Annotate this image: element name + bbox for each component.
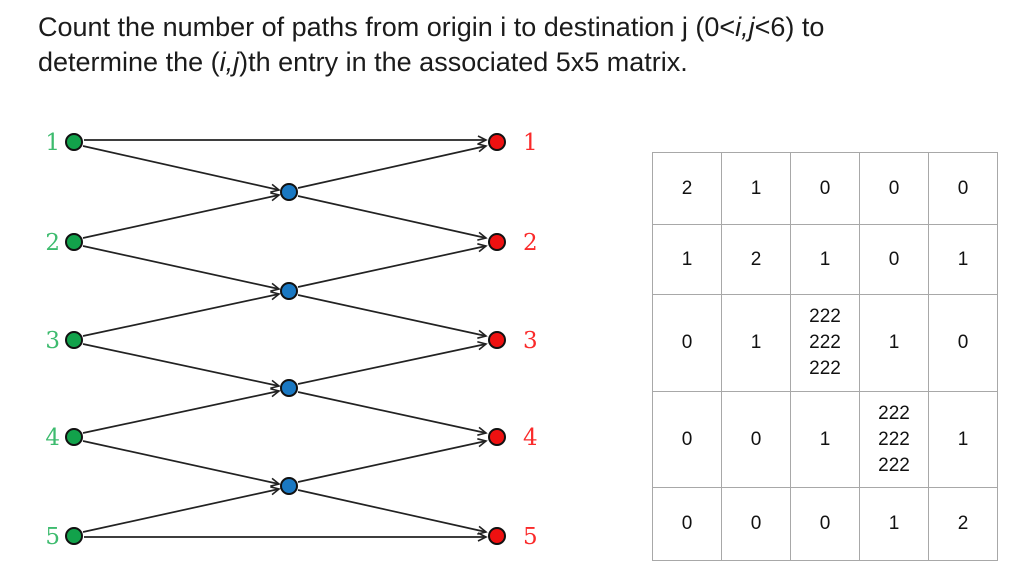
edge-line	[297, 195, 488, 241]
destination-label-1: 1	[523, 130, 538, 156]
slide-title: Count the number of paths from origin i …	[38, 10, 968, 80]
matrix-cell: 1	[790, 391, 860, 488]
title-text: determine the (	[38, 47, 220, 77]
matrix-row: 1 2 1 0 1	[652, 224, 998, 295]
edge-line	[82, 245, 281, 292]
origin-label-3: 3	[45, 328, 60, 354]
edge-line	[297, 438, 488, 483]
intermediate-node-group	[280, 183, 298, 495]
origin-node-2	[65, 233, 83, 251]
origin-node-3	[65, 331, 83, 349]
title-text-italic: i,j	[219, 47, 240, 77]
matrix-cell: 0	[928, 294, 998, 392]
destination-label-3: 3	[523, 328, 538, 354]
title-text: Count the number of paths from origin i …	[38, 12, 736, 42]
matrix-cell: 1	[859, 487, 929, 561]
paths-matrix-table: 2 1 0 0 0 1 2 1 0 1 0 1 222 222 222 1 0	[652, 152, 998, 561]
origin-node-1	[65, 133, 83, 151]
origin-label-5: 5	[45, 524, 60, 550]
intermediate-node-2	[280, 282, 298, 300]
matrix-row: 0 0 1 222 222 222 1	[652, 391, 998, 488]
edge-line	[82, 290, 281, 337]
matrix-cell: 0	[928, 152, 998, 225]
destination-label-2: 2	[523, 230, 538, 256]
edge-line	[297, 391, 488, 436]
title-text-italic: i,j	[735, 12, 755, 42]
edge-line	[82, 387, 281, 434]
destination-label-4: 4	[523, 425, 538, 451]
bipartite-paths-graph: 1 2 3 4 5 1 2 3 4 5	[45, 130, 538, 550]
edge-line	[297, 294, 488, 339]
edge-line	[82, 440, 281, 487]
matrix-cell: 2	[652, 152, 722, 225]
destination-node-4	[488, 428, 506, 446]
matrix-cell: 0	[721, 487, 791, 561]
title-line-2: determine the (i,j)th entry in the assoc…	[38, 45, 968, 80]
origin-label-4: 4	[45, 425, 60, 451]
matrix-cell: 0	[652, 487, 722, 561]
matrix-cell: 0	[652, 391, 722, 488]
origin-label-1: 1	[45, 130, 60, 156]
origin-label-2: 2	[45, 230, 60, 256]
edge-line	[82, 486, 281, 533]
matrix-cell: 222 222 222	[790, 294, 860, 392]
matrix-cell: 1	[928, 391, 998, 488]
destination-label-5: 5	[523, 524, 538, 550]
matrix-cell: 222 222 222	[859, 391, 929, 488]
matrix-cell: 2	[928, 487, 998, 561]
origin-node-4	[65, 428, 83, 446]
matrix-cell: 0	[790, 487, 860, 561]
edge-line	[82, 192, 281, 239]
matrix-cell: 0	[859, 224, 929, 295]
matrix-cell: 1	[928, 224, 998, 295]
matrix-row: 2 1 0 0 0	[652, 152, 998, 225]
destination-node-1	[488, 133, 506, 151]
origin-node-5	[65, 527, 83, 545]
matrix-cell: 0	[859, 152, 929, 225]
intermediate-node-4	[280, 477, 298, 495]
matrix-cell: 0	[721, 391, 791, 488]
destination-node-group	[488, 133, 506, 545]
matrix-cell: 1	[652, 224, 722, 295]
destination-label-group: 1 2 3 4 5	[523, 130, 538, 550]
matrix-cell: 1	[721, 152, 791, 225]
edge-line	[297, 243, 488, 288]
edge-line	[82, 343, 281, 390]
matrix-row: 0 0 0 1 2	[652, 487, 998, 561]
edge-line	[297, 489, 488, 535]
edge-line	[297, 340, 488, 385]
destination-node-5	[488, 527, 506, 545]
edge-line	[82, 145, 281, 193]
matrix-cell: 1	[721, 294, 791, 392]
matrix-cell: 2	[721, 224, 791, 295]
matrix-cell: 0	[790, 152, 860, 225]
matrix-cell: 0	[652, 294, 722, 392]
intermediate-node-1	[280, 183, 298, 201]
title-text: )th entry in the associated 5x5 matrix.	[239, 47, 688, 77]
matrix-row: 0 1 222 222 222 1 0	[652, 294, 998, 392]
matrix-cell: 1	[859, 294, 929, 392]
edge-line	[297, 143, 488, 189]
origin-label-group: 1 2 3 4 5	[45, 130, 60, 550]
origin-node-group	[65, 133, 83, 545]
title-line-1: Count the number of paths from origin i …	[38, 10, 968, 45]
intermediate-node-3	[280, 379, 298, 397]
edge-group	[82, 135, 488, 542]
title-text: <6) to	[754, 12, 825, 42]
destination-node-3	[488, 331, 506, 349]
destination-node-2	[488, 233, 506, 251]
matrix-cell: 1	[790, 224, 860, 295]
